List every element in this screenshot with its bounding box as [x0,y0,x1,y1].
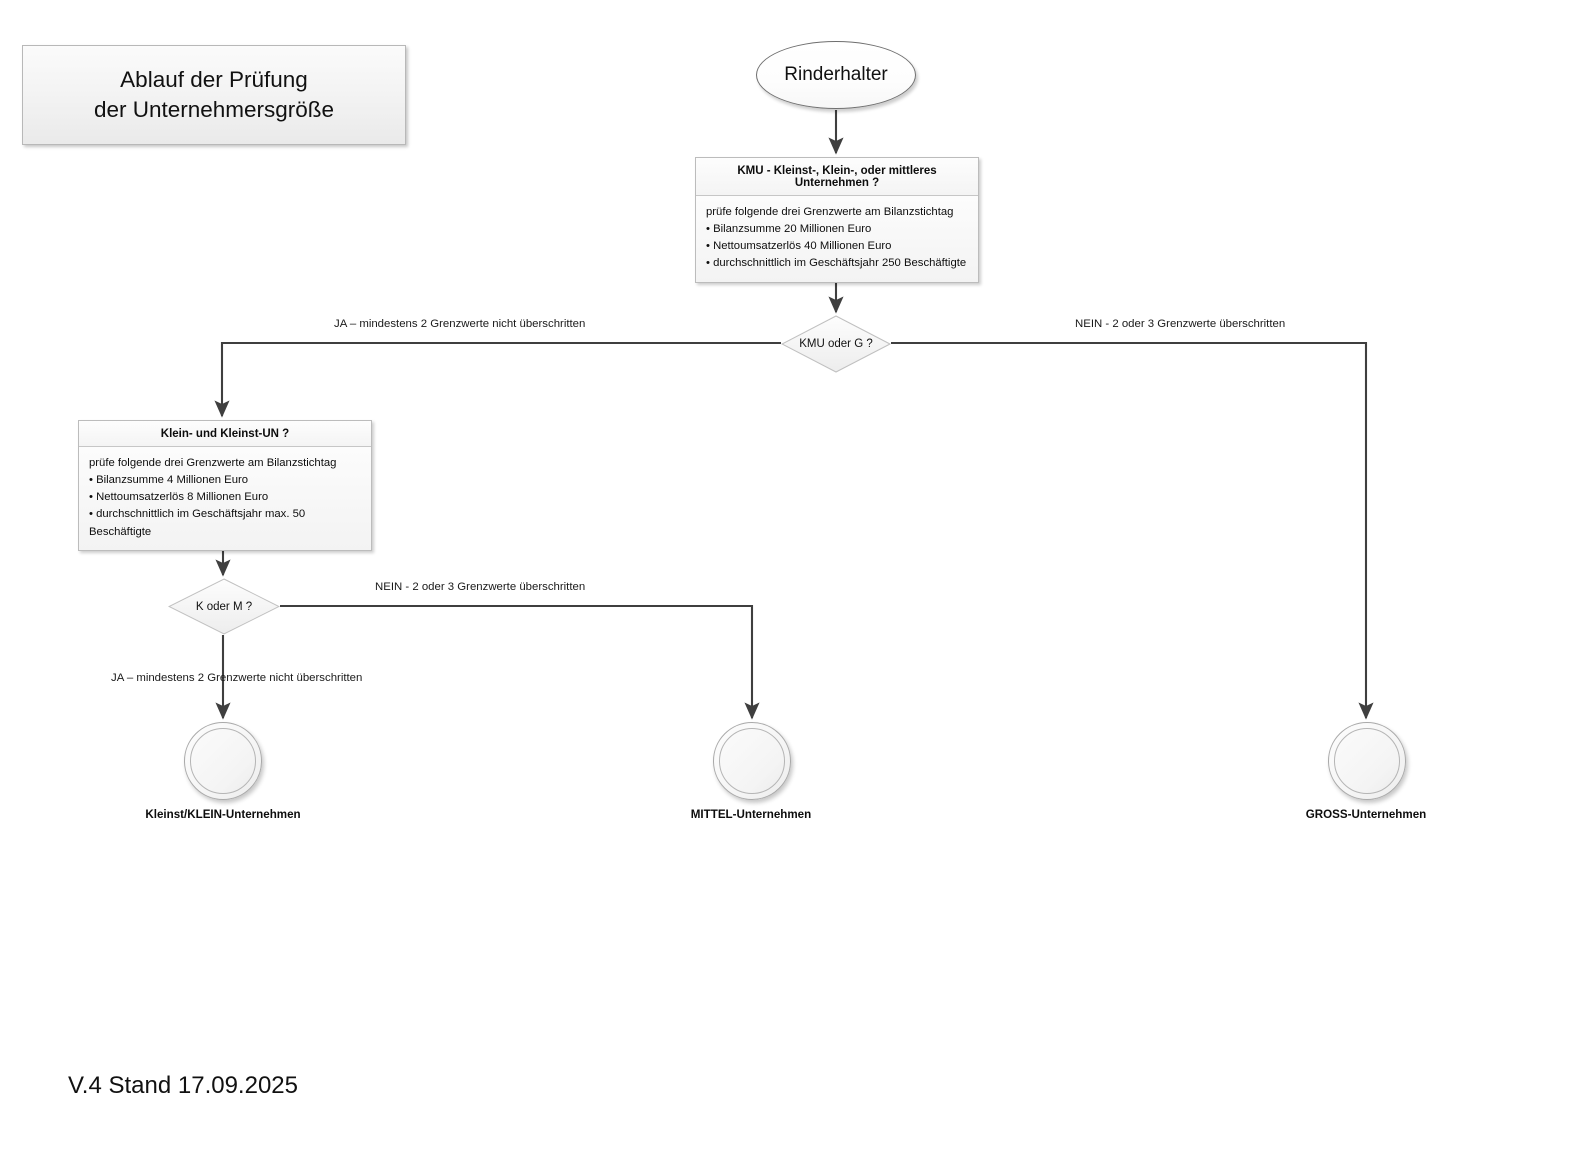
end-node-gross [1328,722,1406,800]
process-box-klein-intro: prüfe folgende drei Grenzwerte am Bilanz… [89,457,337,469]
start-node-rinderhalter: Rinderhalter [756,41,916,109]
process-box-kmu-header: KMU - Kleinst-, Klein-, oder mittleres U… [696,158,978,196]
process-box-kmu: KMU - Kleinst-, Klein-, oder mittleres U… [695,157,979,283]
end-node-kleinst-klein [184,722,262,800]
decision-k-oder-m-label: K oder M ? [195,600,253,613]
edge-label-ja-decision1: JA – mindestens 2 Grenzwerte nicht übers… [334,318,586,330]
process-box-klein-bullet-1: • Bilanzsumme 4 Millionen Euro [89,474,249,487]
diamond-shape-icon [168,578,280,635]
decision-kmu-oder-g: KMU oder G ? [781,315,891,373]
process-box-klein: Klein- und Kleinst-UN ? prüfe folgende d… [78,420,372,551]
edge-decision1-ja [214,341,781,418]
process-box-kmu-body: prüfe folgende drei Grenzwerte am Bilanz… [696,196,978,282]
title-box: Ablauf der Prüfung der Unternehmersgröße [22,45,406,145]
end-node-mittel-label: MITTEL-Unternehmen [690,808,812,821]
decision-kmu-oder-g-label: KMU oder G ? [799,338,873,350]
decision-k-oder-m: K oder M ? [168,578,280,635]
process-box-klein-bullet-3: • durchschnittlich im Geschäftsjahr max.… [89,508,306,538]
version-footer: V.4 Stand 17.09.2025 [68,1072,298,1099]
start-node-label: Rinderhalter [784,64,888,85]
page-title: Ablauf der Prüfung der Unternehmersgröße [93,67,335,122]
process-box-kmu-bullet-2: • Nettoumsatzerlös 40 Millionen Euro [706,240,892,253]
process-box-klein-header: Klein- und Kleinst-UN ? [79,421,371,447]
process-box-klein-body: prüfe folgende drei Grenzwerte am Bilanz… [79,447,371,550]
end-node-gross-label: GROSS-Unternehmen [1305,808,1427,821]
process-box-kmu-bullet-3: • durchschnittlich im Geschäftsjahr 250 … [706,257,967,270]
diamond-shape-icon [781,315,891,373]
process-box-klein-bullet-2: • Nettoumsatzerlös 8 Millionen Euro [89,491,269,504]
end-node-kleinst-klein-label: Kleinst/KLEIN-Unternehmen [145,808,301,821]
process-box-kmu-bullet-1: • Bilanzsumme 20 Millionen Euro [706,223,872,236]
edge-label-nein-decision2: NEIN - 2 oder 3 Grenzwerte überschritten [375,581,586,593]
edge-decision2-nein [280,604,760,720]
edge-label-nein-decision1: NEIN - 2 oder 3 Grenzwerte überschritten [1075,318,1286,330]
edge-decision1-nein [891,341,1374,720]
process-box-kmu-intro: prüfe folgende drei Grenzwerte am Bilanz… [706,206,954,218]
edge-label-ja-decision2: JA – mindestens 2 Grenzwerte nicht übers… [111,672,363,684]
end-node-mittel [713,722,791,800]
